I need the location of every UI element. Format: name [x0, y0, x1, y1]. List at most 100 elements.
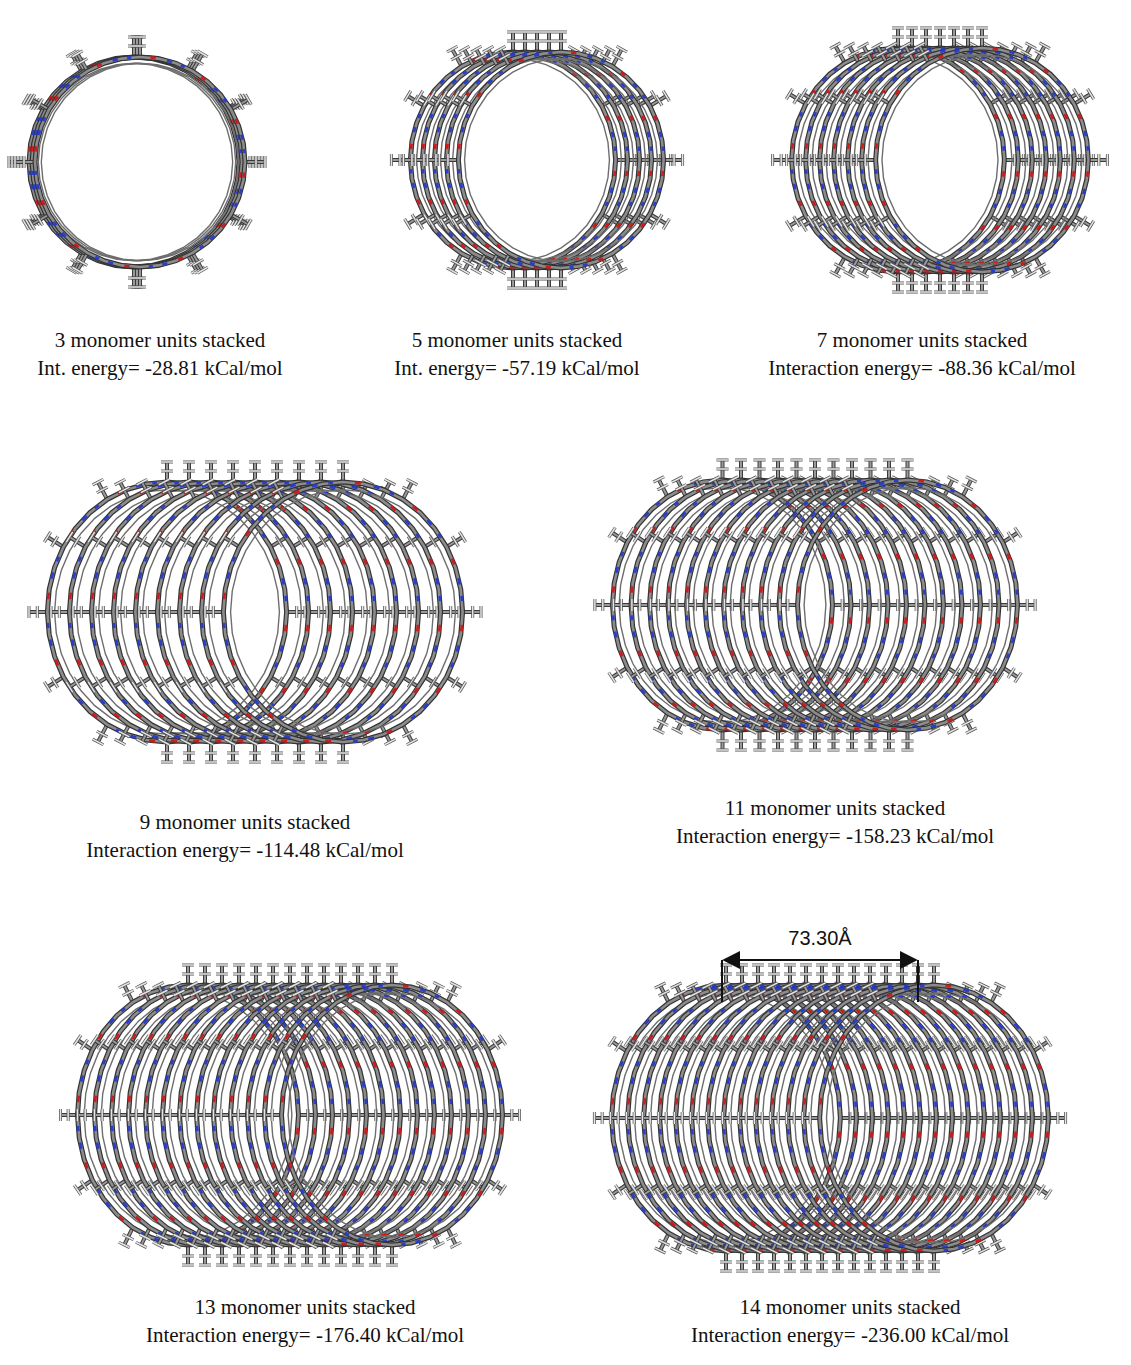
oxygen-atom [136, 593, 137, 599]
oxygen-atom [806, 143, 807, 149]
nitrogen-atom [636, 132, 637, 137]
nitrogen-atom [461, 183, 462, 188]
nitrogen-atom [145, 557, 147, 562]
nitrogen-atom [1015, 131, 1016, 136]
nitrogen-atom [326, 578, 327, 584]
nitrogen-atom [153, 736, 159, 738]
nitrogen-atom [522, 54, 527, 55]
oxygen-atom [193, 741, 199, 742]
nitrogen-atom [981, 57, 985, 59]
oxygen-atom [1051, 114, 1053, 119]
nitrogen-atom [851, 126, 852, 131]
nitrogen-atom [241, 736, 247, 738]
nitrogen-atom [462, 127, 463, 132]
nitrogen-atom [1057, 131, 1058, 136]
nitrogen-atom [954, 51, 959, 52]
oxygen-atom [638, 171, 639, 176]
nitrogen-atom [842, 112, 844, 116]
nitrogen-atom [1022, 204, 1024, 208]
oxygen-atom [614, 171, 615, 176]
nitrogen-atom [1008, 204, 1010, 208]
nitrogen-atom [850, 184, 851, 189]
nitrogen-atom [583, 264, 588, 265]
oxygen-atom [237, 741, 243, 742]
nitrogen-atom [937, 261, 941, 263]
nitrogen-atom [219, 736, 225, 738]
oxygen-atom [42, 200, 44, 205]
nitrogen-atom [425, 183, 426, 188]
nitrogen-atom [413, 645, 415, 651]
oxygen-atom [411, 144, 412, 149]
oxygen-atom [883, 201, 885, 206]
nitrogen-atom [262, 482, 267, 483]
oxygen-atom [546, 267, 551, 268]
nitrogen-atom [183, 572, 185, 578]
oxygen-atom [171, 741, 177, 742]
nitrogen-atom [623, 188, 624, 193]
oxygen-atom [1037, 114, 1039, 119]
oxygen-atom [841, 201, 843, 206]
nitrogen-atom [454, 114, 456, 118]
oxygen-atom [799, 201, 801, 206]
nitrogen-atom [836, 184, 837, 189]
nitrogen-atom [1064, 204, 1066, 208]
nitrogen-atom [940, 51, 945, 52]
nitrogen-atom [879, 126, 880, 131]
oxygen-atom [519, 59, 524, 61]
nitrogen-atom [517, 258, 521, 260]
nitrogen-atom [450, 127, 451, 132]
nitrogen-atom [101, 557, 103, 562]
nitrogen-atom [79, 557, 81, 562]
nitrogen-atom [589, 61, 593, 63]
nitrogen-atom [95, 572, 97, 578]
nitrogen-atom [999, 189, 1000, 194]
oxygen-atom [792, 143, 793, 149]
nitrogen-atom [660, 132, 661, 137]
nitrogen-atom [51, 572, 53, 578]
nitrogen-atom [117, 572, 119, 578]
nitrogen-atom [413, 183, 414, 188]
tube-group [9, 28, 1107, 1271]
oxygen-atom [655, 116, 657, 121]
oxygen-atom [395, 625, 396, 631]
nitrogen-atom [240, 482, 245, 483]
nitrogen-atom [814, 112, 816, 116]
oxygen-atom [995, 114, 997, 119]
nitrogen-atom [167, 557, 169, 562]
nitrogen-atom [167, 61, 172, 62]
nitrogen-atom [808, 184, 809, 189]
nitrogen-atom [642, 202, 644, 206]
nitrogen-atom [414, 127, 415, 132]
oxygen-atom [36, 146, 37, 151]
nitrogen-atom [1055, 189, 1056, 194]
nitrogen-atom [442, 114, 444, 118]
oxygen-atom [598, 258, 603, 260]
oxygen-atom [848, 143, 849, 149]
nitrogen-atom [138, 640, 139, 646]
oxygen-atom [876, 143, 877, 149]
oxygen-atom [1079, 114, 1081, 119]
nitrogen-atom [304, 578, 305, 584]
nitrogen-atom [1013, 189, 1014, 194]
nitrogen-atom [647, 188, 648, 193]
stacked-tube [9, 37, 265, 287]
nitrogen-atom [995, 57, 999, 59]
nitrogen-atom [113, 59, 118, 60]
stacked-tube [391, 32, 682, 288]
nitrogen-atom [530, 263, 535, 265]
oxygen-atom [1059, 171, 1060, 177]
nitrogen-atom [856, 112, 858, 116]
oxygen-atom [373, 625, 374, 631]
oxygen-atom [70, 593, 71, 599]
oxygen-atom [48, 593, 49, 599]
nitrogen-atom [330, 486, 336, 488]
nitrogen-atom [534, 54, 539, 55]
oxygen-atom [631, 116, 633, 121]
monomer-ring [15, 37, 265, 287]
nitrogen-atom [391, 645, 393, 651]
nitrogen-atom [1050, 204, 1052, 208]
nitrogen-atom [162, 263, 167, 264]
nitrogen-atom [518, 263, 523, 265]
nitrogen-atom [878, 184, 879, 189]
oxygen-atom [149, 741, 155, 742]
